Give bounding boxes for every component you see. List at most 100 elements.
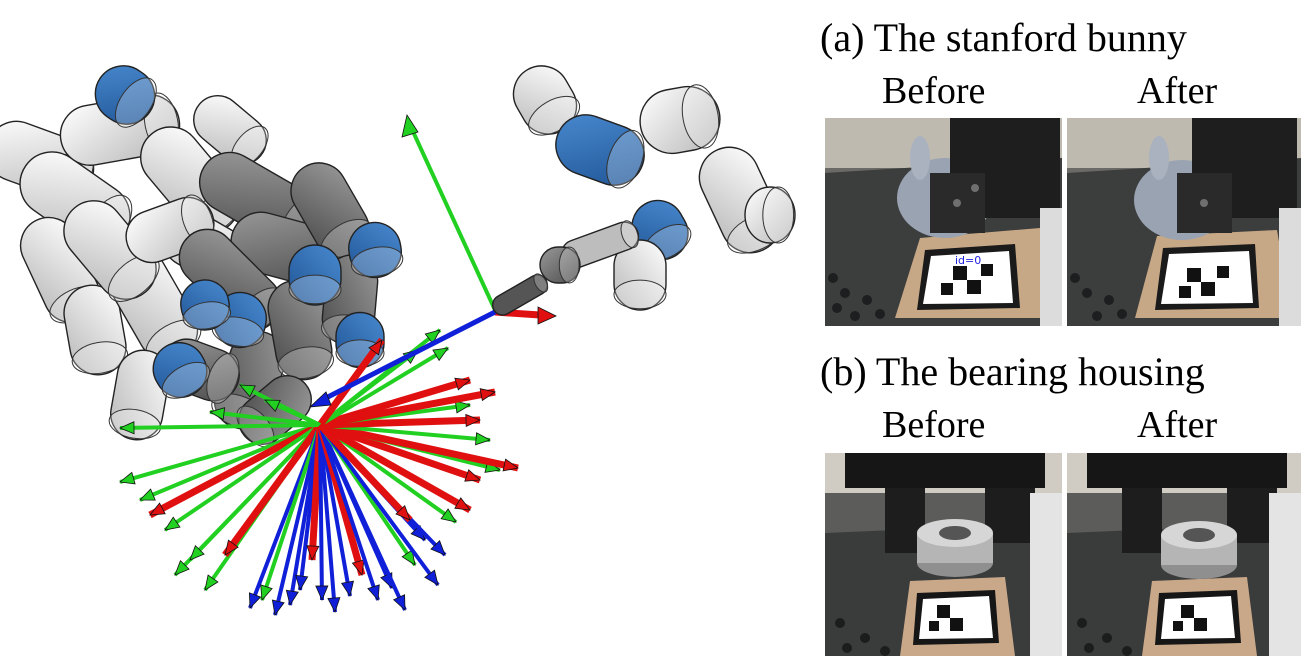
frame-arrow-head-30 [475, 432, 492, 446]
frame-arrow-head-6 [204, 574, 219, 591]
frame-arrow-head-20 [392, 594, 406, 611]
frame-arrow-head-36 [424, 329, 441, 345]
frame-arrow-head-15 [327, 597, 341, 614]
robot-joint-blue-6 [180, 279, 232, 331]
frame-arrow-head-14 [315, 585, 329, 602]
ref-robot-tool [560, 220, 640, 269]
frame-arrow-head-2 [149, 502, 166, 516]
panel-a-title: (a) The stanford bunny [820, 15, 1187, 60]
frame-arrow-head-33 [479, 388, 496, 402]
reference-z-axis-head [308, 391, 332, 408]
frame-arrow-head-31 [465, 413, 482, 428]
robot-joint-blue-2 [348, 221, 404, 279]
frame-arrow-head-43 [395, 505, 411, 521]
panel-a-after-label: After [1137, 70, 1218, 112]
frame-arrow-shaft-39 [119, 423, 321, 430]
frame-arrow-head-11 [285, 589, 299, 607]
frame-arrow-shaft-7 [222, 422, 323, 558]
frame-arrow-head-27 [464, 469, 481, 482]
frame-arrow-head-9 [260, 584, 273, 601]
frame-arrow-shaft-9 [260, 424, 322, 601]
robot-joint-blue-0 [94, 65, 157, 128]
bunny-after-photo [1067, 118, 1301, 326]
frame-arrow-shaft-15 [318, 424, 337, 613]
frame-arrow-head-32 [454, 400, 472, 414]
robot-arm-reference-pose [491, 65, 796, 316]
robot-pose-visualization [0, 65, 796, 616]
frame-arrow-head-12 [295, 574, 309, 592]
robot-joint-blue-4 [152, 342, 211, 399]
reference-x-axis-head [537, 306, 557, 325]
reference-y-axis [408, 124, 497, 311]
coordinate-frame-arrows [118, 113, 557, 616]
frame-arrow-head-3 [164, 516, 181, 531]
frame-arrow-shaft-40 [209, 410, 321, 427]
frame-arrow-shaft-26 [318, 421, 472, 514]
ref-robot-shoulder [555, 114, 645, 189]
frame-arrow-shaft-0 [119, 423, 321, 484]
frame-arrow-head-24 [430, 540, 446, 556]
bunny-before-photo: id=0 [825, 118, 1062, 326]
frame-arrow-shaft-34 [318, 376, 472, 429]
robot-link-light-9 [63, 200, 160, 302]
frame-arrow-head-23 [424, 569, 439, 586]
frame-arrow-head-29 [502, 458, 519, 472]
frame-arrow-head-40 [208, 407, 226, 421]
ref-robot-upper-arm [639, 84, 721, 155]
frame-arrow-shaft-43 [317, 422, 413, 523]
frame-arrow-shaft-35 [318, 346, 450, 427]
frame-arrow-head-26 [454, 497, 471, 511]
frame-arrow-head-0 [119, 471, 136, 485]
panel-b-after-label: After [1137, 404, 1218, 446]
frame-arrow-head-21 [401, 549, 416, 566]
frame-arrow-head-34 [454, 377, 471, 391]
panel-b-title: (b) The bearing housing [820, 349, 1205, 394]
ref-robot-elbow [744, 186, 796, 244]
frame-arrow-shaft-20 [318, 424, 407, 611]
frame-arrow-head-25 [440, 508, 457, 523]
frame-arrow-shaft-2 [148, 421, 322, 519]
frame-arrow-shaft-10 [273, 424, 322, 616]
ref-robot-gripper [491, 273, 549, 316]
frame-arrow-shaft-31 [319, 416, 481, 429]
bearing-after-photo [1067, 453, 1301, 656]
bearing-before-image [825, 453, 1062, 656]
bearing-after-image [1067, 453, 1301, 656]
panel-b-before-label: Before [882, 404, 986, 446]
frame-arrow-shaft-3 [163, 423, 322, 532]
robot-arm-poses [0, 65, 404, 448]
frame-arrow-head-8 [248, 592, 262, 609]
frame-arrow-head-35 [432, 347, 449, 362]
frame-arrow-shaft-5 [188, 423, 322, 562]
bunny-before-image: id=0 [825, 118, 1062, 326]
bearing-before-photo [825, 453, 1062, 656]
frame-arrow-shaft-29 [319, 421, 519, 472]
reference-y-axis-head [401, 113, 419, 138]
robot-link-light-4 [63, 284, 129, 376]
frame-arrow-head-5 [189, 545, 205, 561]
frame-arrow-shaft-37 [318, 348, 420, 427]
frame-arrow-head-17 [351, 559, 365, 576]
ref-robot-wrist-2 [613, 239, 667, 311]
frame-arrow-head-13 [306, 545, 320, 562]
robot-joint-blue-1 [288, 244, 342, 306]
frame-arrow-head-18 [367, 584, 380, 601]
panel-a-before-label: Before [882, 70, 986, 112]
frame-arrow-head-42 [264, 399, 281, 412]
bunny-after-image [1067, 118, 1301, 326]
frame-arrow-head-39 [118, 421, 135, 435]
frame-arrow-head-41 [239, 384, 256, 398]
frame-arrow-shaft-18 [318, 424, 380, 601]
frame-arrow-head-10 [271, 599, 285, 616]
frame-arrow-head-4 [174, 560, 190, 576]
frame-arrow-head-16 [341, 580, 355, 598]
frame-arrow-head-38 [368, 339, 383, 356]
frame-arrow-head-1 [139, 488, 156, 501]
frame-arrow-head-7 [224, 539, 239, 556]
reference-z-axis [316, 309, 497, 405]
robot-joint-blue-5 [335, 311, 385, 369]
ref-robot-flange [539, 246, 581, 284]
bunny-before-marker-id: id=0 [955, 254, 981, 267]
frame-arrow-shaft-23 [318, 423, 440, 587]
